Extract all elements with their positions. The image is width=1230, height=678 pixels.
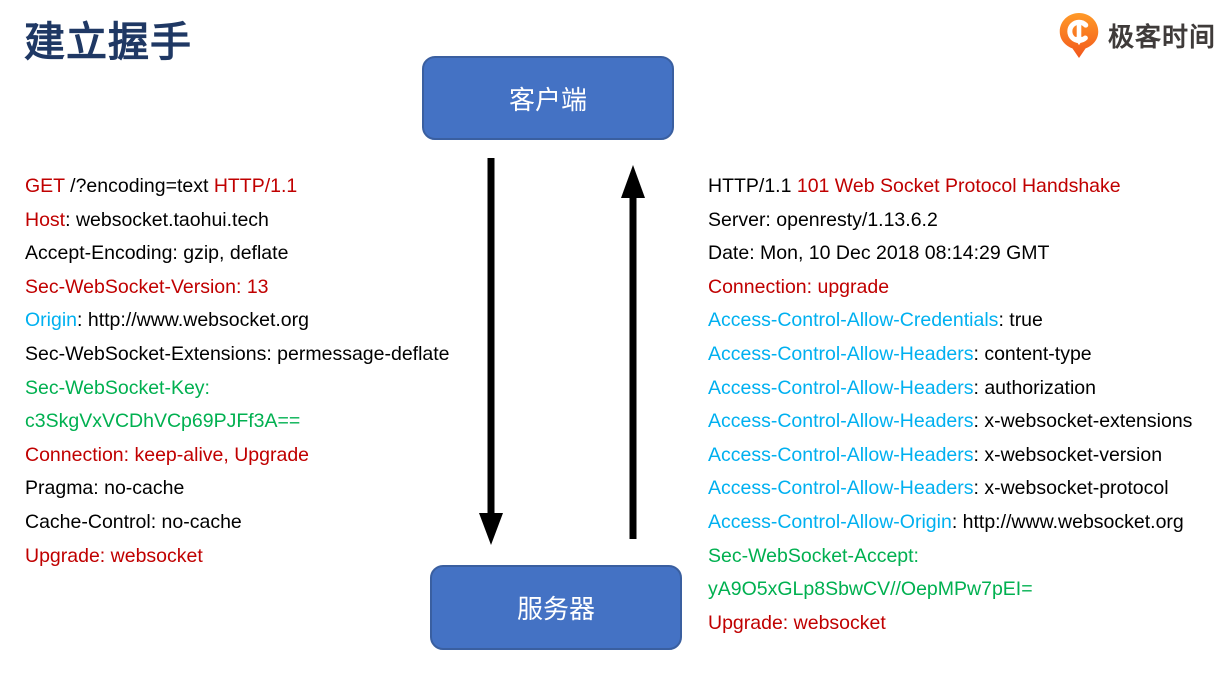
header-segment: Date: Mon, 10 Dec 2018 08:14:29 GMT [708,242,1050,265]
header-segment: HTTP/1.1 [708,175,797,197]
header-line: Sec-WebSocket-Extensions: permessage-def… [25,338,450,372]
header-segment: Access-Control-Allow-Headers [708,342,974,365]
header-line: Date: Mon, 10 Dec 2018 08:14:29 GMT [708,237,1192,271]
header-segment: Sec-WebSocket-Key: [25,376,210,399]
header-line: GET /?encoding=text HTTP/1.1 [25,170,450,204]
header-segment: Upgrade: websocket [708,611,886,634]
header-line: Connection: keep-alive, Upgrade [25,439,450,473]
header-line: c3SkgVxVCDhVCp69PJFf3A== [25,405,450,439]
server-node: 服务器 [430,565,682,650]
header-segment: /?encoding=text [64,175,214,197]
header-line: Upgrade: websocket [25,540,450,574]
header-segment: Sec-WebSocket-Extensions: permessage-def… [25,342,450,365]
header-segment: yA9O5xGLp8SbwCV//OepMPw7pEI= [708,578,1033,601]
header-line: Upgrade: websocket [708,607,1192,641]
geektime-pin-icon [1057,12,1101,59]
header-segment: Access-Control-Allow-Credentials [708,309,999,332]
header-segment: Connection: keep-alive, Upgrade [25,443,310,466]
header-segment: Pragma: no-cache [25,477,185,500]
header-segment: Cache-Control: no-cache [25,510,242,533]
header-segment: Server: openresty/1.13.6.2 [708,208,938,231]
header-line: Connection: upgrade [708,271,1192,305]
header-segment: : x-websocket-protocol [973,477,1169,500]
header-segment: : http://www.websocket.org [77,309,309,332]
server-node-label: 服务器 [516,594,595,624]
header-segment: : content-type [973,342,1092,365]
header-line: Origin: http://www.websocket.org [25,304,450,338]
header-line: Pragma: no-cache [25,472,450,506]
page-title: 建立握手 [24,19,192,65]
header-line: HTTP/1.1 101 Web Socket Protocol Handsha… [708,170,1192,204]
header-segment: Access-Control-Allow-Headers [708,443,974,466]
header-segment: : x-websocket-version [973,443,1163,466]
header-segment: : http://www.websocket.org [951,510,1184,533]
header-line: Sec-WebSocket-Version: 13 [25,271,450,305]
header-line: Sec-WebSocket-Key: [25,372,450,406]
header-segment: Access-Control-Allow-Headers [708,376,974,399]
header-segment: Host [25,208,66,231]
header-line: Access-Control-Allow-Headers: x-websocke… [708,405,1192,439]
client-node: 客户端 [422,56,674,140]
geektime-logo-text: 极客时间 [1107,22,1216,52]
header-line: Access-Control-Allow-Headers: x-websocke… [708,439,1192,473]
geektime-logo: 极客时间 [1057,12,1216,59]
header-line: Access-Control-Allow-Headers: authorizat… [708,372,1192,406]
header-segment: Upgrade: websocket [25,544,203,567]
response-arrow-up-icon [621,165,645,539]
header-segment: : x-websocket-extensions [973,410,1193,433]
request-arrow-down-icon [479,158,503,545]
header-segment: Access-Control-Allow-Headers [708,410,974,433]
header-segment: GET [25,175,65,197]
header-line: Access-Control-Allow-Headers: content-ty… [708,338,1192,372]
header-segment: : websocket.taohui.tech [65,208,269,231]
header-segment: c3SkgVxVCDhVCp69PJFf3A== [25,410,301,433]
header-segment: Origin [25,309,78,332]
header-segment: Connection: upgrade [708,275,890,298]
header-line: Access-Control-Allow-Headers: x-websocke… [708,472,1192,506]
response-headers-block: HTTP/1.1 101 Web Socket Protocol Handsha… [708,170,1192,640]
header-segment: HTTP/1.1 [213,175,298,197]
header-line: Access-Control-Allow-Credentials: true [708,304,1192,338]
header-segment: Sec-WebSocket-Version: 13 [25,275,269,298]
header-line: Host: websocket.taohui.tech [25,204,450,238]
header-line: yA9O5xGLp8SbwCV//OepMPw7pEI= [708,573,1192,607]
header-line: Cache-Control: no-cache [25,506,450,540]
header-segment: 101 Web Socket Protocol Handshake [796,175,1121,197]
header-segment: Sec-WebSocket-Accept: [708,544,919,567]
header-line: Access-Control-Allow-Origin: http://www.… [708,506,1192,540]
header-segment: Access-Control-Allow-Origin [708,510,952,533]
header-segment: : true [998,309,1043,332]
client-node-label: 客户端 [508,84,587,115]
header-segment: : authorization [973,376,1097,399]
header-line: Accept-Encoding: gzip, deflate [25,237,450,271]
header-segment: Accept-Encoding: gzip, deflate [25,242,289,265]
header-line: Server: openresty/1.13.6.2 [708,204,1192,238]
header-line: Sec-WebSocket-Accept: [708,540,1192,574]
header-segment: Access-Control-Allow-Headers [708,477,974,500]
